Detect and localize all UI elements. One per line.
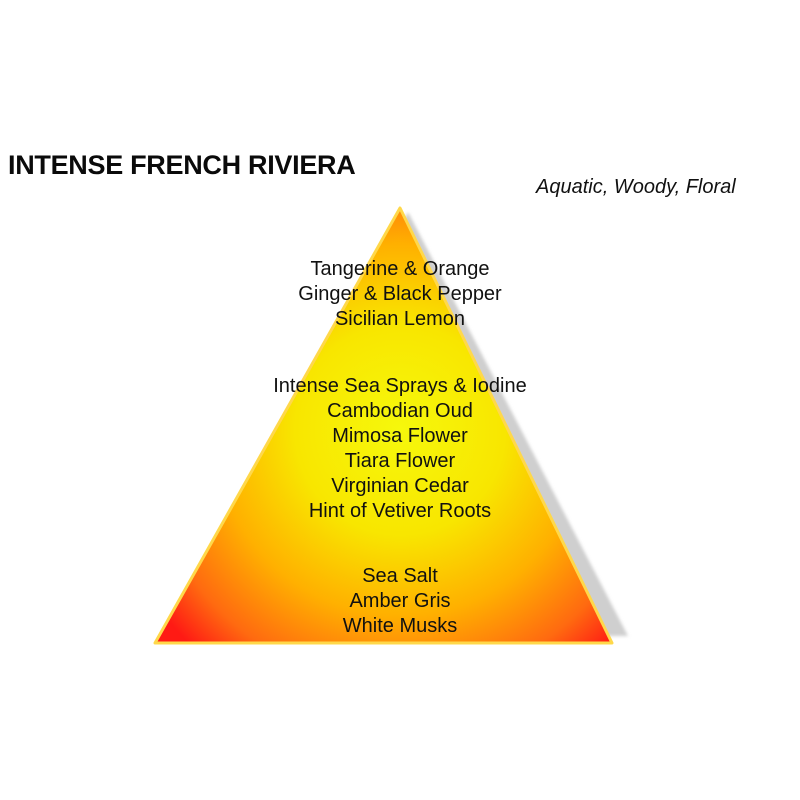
heart-notes-tier: Intense Sea Sprays & Iodine Cambodian Ou… — [200, 374, 600, 524]
note-item: Tiara Flower — [344, 450, 456, 472]
note-item: Sicilian Lemon — [334, 308, 466, 330]
note-item: Cambodian Oud — [327, 400, 473, 422]
fragrance-title: INTENSE FRENCH RIVIERA — [8, 150, 356, 180]
base-notes-tier: Sea Salt Amber Gris White Musks — [200, 564, 600, 639]
pyramid-triangle — [153, 206, 614, 645]
note-item: Ginger & Black Pepper — [298, 283, 502, 305]
note-item: Sea Salt — [362, 565, 438, 587]
note-item: Virginian Cedar — [331, 475, 469, 497]
note-item: Hint of Vetiver Roots — [308, 500, 492, 522]
note-item: Amber Gris — [349, 590, 451, 612]
top-notes-tier: Tangerine & Orange Ginger & Black Pepper… — [200, 257, 600, 332]
note-item: Intense Sea Sprays & Iodine — [273, 375, 527, 397]
note-item: White Musks — [342, 615, 458, 637]
note-item: Mimosa Flower — [332, 425, 468, 447]
fragrance-family-subtitle: Aquatic, Woody, Floral — [536, 176, 736, 198]
note-item: Tangerine & Orange — [310, 258, 490, 280]
